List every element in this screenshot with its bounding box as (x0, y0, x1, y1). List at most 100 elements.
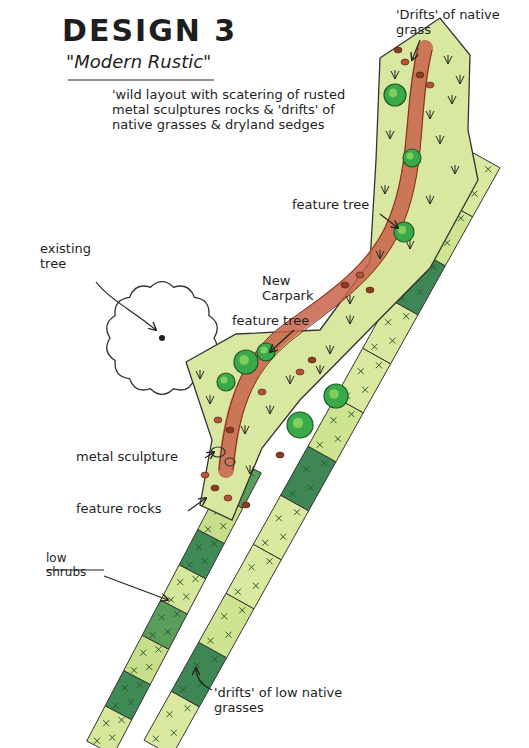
sketch-stroke (146, 664, 152, 670)
sketch-stroke (207, 638, 213, 644)
existing-tree (107, 282, 217, 395)
sketch-stroke (241, 425, 249, 434)
sketch-stroke (330, 417, 336, 423)
sketch-stroke (403, 313, 409, 319)
sketch-stroke (239, 355, 249, 365)
sketch-stroke (234, 350, 258, 374)
sketch-stroke (267, 558, 273, 564)
sketch-stroke (168, 597, 174, 603)
plant-label: 'Drifts' of native grass (396, 8, 514, 38)
sketch-stroke (171, 730, 177, 736)
sketch-stroke (159, 335, 165, 341)
sketch-stroke (257, 343, 275, 361)
sketch-stroke (149, 632, 155, 638)
sketch-stroke (401, 59, 409, 65)
sketch-stroke (384, 84, 406, 106)
sketch-stroke (248, 564, 254, 570)
sketch-stroke (122, 685, 128, 691)
sketch-stroke (159, 614, 165, 620)
sketch-stroke (329, 389, 339, 399)
feature-label: metal sculpture (76, 450, 206, 465)
sketch-stroke (260, 346, 267, 353)
sketch-stroke (317, 442, 323, 448)
sketch-stroke (286, 375, 294, 384)
sketch-stroke (358, 368, 364, 374)
sketch-stroke (356, 272, 364, 278)
sketch-stroke (104, 576, 168, 600)
sketch-stroke (94, 738, 100, 744)
sketch-stroke (196, 544, 202, 550)
sketch-stroke (326, 345, 334, 354)
sketch-stroke (224, 495, 232, 501)
sketch-stroke (412, 40, 420, 60)
sketch-stroke (308, 357, 316, 363)
feature-label: feature rocks (76, 502, 186, 517)
sketch-stroke (456, 75, 464, 84)
sketch-stroke (385, 319, 391, 325)
sketch-stroke (366, 287, 374, 293)
sketch-stroke (426, 195, 434, 204)
sketch-stroke (137, 682, 143, 688)
sketch-stroke (289, 491, 295, 497)
sketch-stroke (202, 558, 208, 564)
sketch-stroke (246, 465, 254, 474)
sketch-stroke (262, 540, 268, 546)
sketch-stroke (398, 226, 406, 234)
sketch-stroke (403, 149, 421, 167)
plant-label: feature tree (292, 198, 392, 213)
sketch-stroke (380, 214, 398, 228)
sketch-stroke (386, 130, 394, 139)
sketch-stroke (346, 315, 354, 324)
sketch-stroke (293, 418, 303, 428)
sketch-stroke (156, 646, 162, 652)
sketch-stroke (131, 667, 137, 673)
sketch-stroke (196, 668, 212, 690)
sketch-stroke (214, 417, 222, 423)
sketch-stroke (165, 629, 171, 635)
sketch-stroke (225, 458, 235, 466)
sketch-stroke (341, 282, 349, 288)
sketch-stroke (103, 720, 109, 726)
sketch-stroke (205, 452, 214, 458)
sketch-stroke (376, 362, 382, 368)
sketch-stroke (294, 509, 300, 515)
sketch-stroke (201, 472, 209, 478)
sketch-stroke (485, 166, 491, 172)
sketch-stroke (119, 717, 125, 723)
sketch-stroke (206, 395, 214, 404)
sketch-stroke (68, 79, 214, 80)
sketch-stroke (235, 589, 241, 595)
sketch-stroke (389, 89, 398, 98)
sketch-stroke (390, 338, 396, 344)
tree-label: existing tree (40, 242, 112, 272)
sketch-stroke (220, 523, 226, 529)
sketch-stroke (217, 373, 235, 391)
sketch-stroke (253, 583, 259, 589)
sketch-stroke (287, 412, 313, 438)
sketch-stroke (239, 607, 245, 613)
sketch-stroke (426, 110, 434, 119)
sketch-stroke (416, 72, 424, 78)
sketch-stroke (280, 534, 286, 540)
sketch-stroke (448, 95, 456, 104)
subtitle: "Modern Rustic" (66, 52, 236, 73)
design-note: 'wild layout with scatering of rusted me… (112, 88, 356, 133)
sketch-stroke (472, 191, 478, 197)
sketch-stroke (308, 485, 314, 491)
sketch-stroke (406, 152, 413, 159)
sketch-stroke (276, 452, 284, 458)
sketch-stroke (346, 295, 354, 304)
sketch-stroke (376, 250, 384, 259)
sketch-stroke (174, 611, 180, 617)
sketch-stroke (335, 436, 341, 442)
sketch-stroke (212, 656, 218, 662)
sketch-stroke (140, 650, 146, 656)
sketch-stroke (180, 687, 186, 693)
sketch-stroke (221, 613, 227, 619)
sketch-stroke (193, 576, 199, 582)
sketch-stroke (185, 705, 191, 711)
sketch-stroke (349, 411, 355, 417)
sketch-stroke (324, 384, 348, 408)
leader-lines (46, 40, 420, 690)
sketch-stroke (391, 70, 399, 79)
